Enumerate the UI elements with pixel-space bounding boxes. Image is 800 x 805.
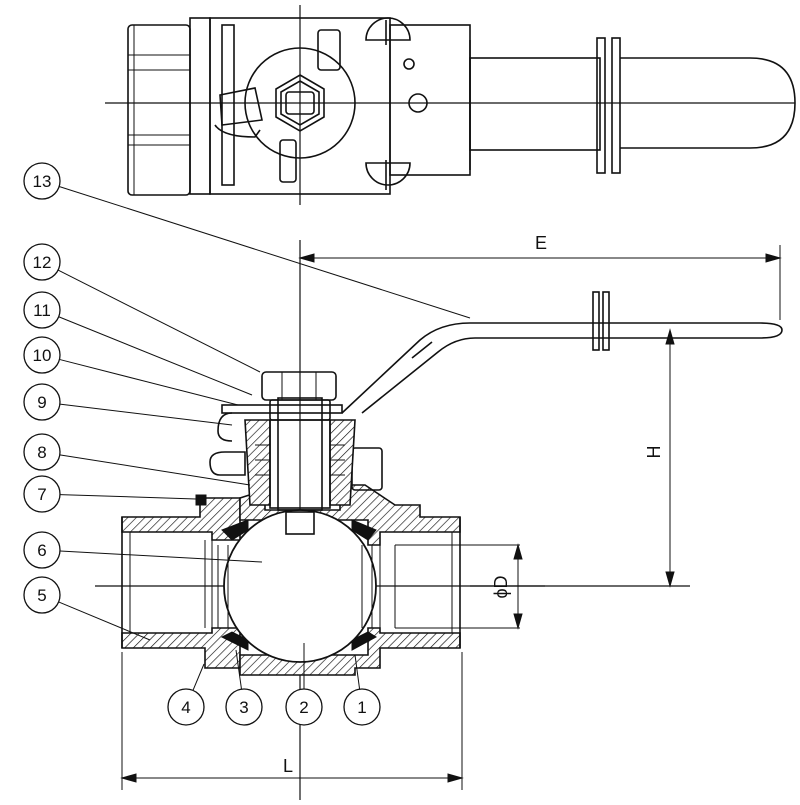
callout-bubble bbox=[23, 433, 61, 471]
handle-side bbox=[341, 291, 783, 414]
callout-bubble bbox=[285, 688, 323, 726]
callout-9: 9 bbox=[23, 383, 233, 426]
callout-8: 8 bbox=[23, 433, 251, 486]
callout-3: 3 bbox=[225, 649, 263, 726]
callout-leader-line bbox=[59, 454, 251, 486]
callout-4: 4 bbox=[167, 663, 205, 726]
callout-number: 10 bbox=[33, 346, 52, 365]
callout-leader-line bbox=[58, 316, 253, 396]
dimension-l: L bbox=[120, 652, 464, 790]
top-view-end-cap bbox=[127, 17, 211, 196]
callout-11: 11 bbox=[23, 291, 253, 396]
callout-leader-line bbox=[59, 403, 233, 426]
callout-leader-line bbox=[354, 654, 361, 690]
callout-leader-line bbox=[58, 601, 151, 641]
callout-leader-line bbox=[235, 649, 242, 690]
top-view-body bbox=[209, 17, 471, 195]
callout-leader-line bbox=[59, 550, 263, 563]
callout-5: 5 bbox=[23, 576, 151, 641]
dimension-d-label: ϕD bbox=[491, 575, 511, 598]
callout-7: 7 bbox=[23, 475, 197, 513]
callout-1: 1 bbox=[343, 654, 381, 726]
top-view bbox=[105, 5, 796, 205]
callout-bubble bbox=[23, 162, 61, 200]
callout-leader-line bbox=[192, 663, 205, 691]
dimension-e-label: E bbox=[535, 233, 547, 253]
callout-number: 13 bbox=[33, 172, 52, 191]
callout-bubble bbox=[23, 291, 61, 329]
dimension-l-label: L bbox=[283, 756, 293, 776]
callout-number: 6 bbox=[37, 541, 46, 560]
callout-number: 1 bbox=[357, 698, 366, 717]
callout-bubble bbox=[343, 688, 381, 726]
callout-leader-line bbox=[57, 269, 261, 373]
callout-2: 2 bbox=[285, 643, 323, 726]
callout-leader-line bbox=[58, 186, 471, 319]
end-cap-section bbox=[121, 497, 241, 669]
callout-10: 10 bbox=[23, 336, 239, 406]
callout-number: 12 bbox=[33, 253, 52, 272]
callout-bubble bbox=[23, 243, 61, 281]
callout-bubble bbox=[167, 688, 205, 726]
callout-6: 6 bbox=[23, 531, 263, 569]
dimension-h: H bbox=[644, 328, 675, 588]
callout-number: 3 bbox=[239, 698, 248, 717]
dimension-d: ϕD bbox=[395, 543, 523, 630]
callout-number: 2 bbox=[299, 698, 308, 717]
callout-bubble bbox=[23, 475, 61, 513]
section-view: E H ϕD L bbox=[95, 233, 783, 800]
callout-number: 5 bbox=[37, 586, 46, 605]
seats bbox=[195, 494, 377, 651]
callout-bubble bbox=[23, 383, 61, 421]
callout-13: 13 bbox=[23, 162, 471, 319]
part-callouts: 13 12 11 10 9 8 7 6 5 4 3 2 1 bbox=[23, 162, 471, 726]
callout-number: 9 bbox=[37, 393, 46, 412]
callout-number: 4 bbox=[181, 698, 190, 717]
callout-number: 7 bbox=[37, 485, 46, 504]
callout-bubble bbox=[23, 576, 61, 614]
dimension-h-label: H bbox=[644, 446, 664, 459]
callout-bubble bbox=[225, 688, 263, 726]
callout-leader-line bbox=[59, 494, 197, 500]
dimension-e: E bbox=[298, 233, 782, 320]
callout-bubble bbox=[23, 531, 61, 569]
top-view-handle bbox=[469, 37, 796, 174]
callout-leader-line bbox=[59, 358, 239, 406]
callout-number: 8 bbox=[37, 443, 46, 462]
callout-12: 12 bbox=[23, 243, 261, 373]
callout-bubble bbox=[23, 336, 61, 374]
callout-number: 11 bbox=[33, 301, 51, 320]
stem-assembly bbox=[217, 371, 356, 511]
